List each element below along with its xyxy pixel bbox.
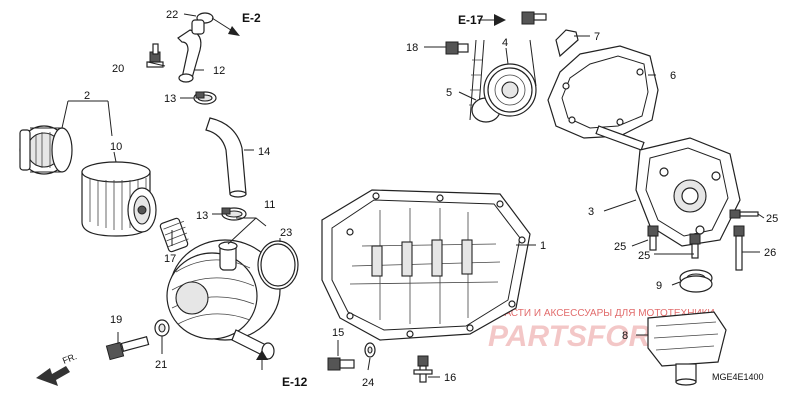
callout-labels: 2 10 20 22 12 13 14 13 11 23 17 1 15 24 …	[84, 9, 778, 389]
callout-11: 11	[264, 199, 275, 211]
diagram-code: MGE4E1400	[712, 372, 764, 382]
callout-6: 6	[670, 70, 676, 82]
callout-10: 10	[110, 141, 122, 153]
callout-23: 23	[280, 227, 292, 239]
callout-22: 22	[166, 9, 178, 21]
callout-12: 12	[213, 65, 225, 77]
callout-1: 1	[540, 240, 546, 252]
callout-18: 18	[406, 42, 418, 54]
pump-gasket-part	[547, 45, 659, 139]
callout-7: 7	[594, 31, 600, 43]
bolt-19-part	[105, 336, 150, 361]
callout-24: 24	[362, 377, 374, 389]
callout-19: 19	[110, 314, 122, 326]
o-ring-part	[257, 240, 299, 290]
drain-bolt-part	[327, 357, 355, 371]
callout-20: 20	[112, 63, 124, 75]
callout-25-lower: 25	[638, 250, 650, 262]
arrow-e12-icon	[256, 350, 268, 360]
bolt-18-part	[445, 41, 469, 55]
oil-seal-part	[679, 269, 713, 293]
oil-filter-case-part	[19, 125, 73, 175]
arrow-e2-icon	[228, 26, 240, 36]
callout-16: 16	[444, 372, 456, 384]
callout-4: 4	[502, 37, 508, 49]
oil-cooler-part	[166, 239, 281, 360]
callout-2: 2	[84, 90, 90, 102]
bolt-25-lower-part	[689, 233, 701, 259]
callout-26: 26	[764, 247, 776, 259]
callout-8: 8	[622, 330, 628, 342]
stud-part	[159, 217, 189, 253]
oil-strainer-part	[647, 311, 727, 386]
callout-13-lower: 13	[196, 210, 208, 222]
bolt-26-part	[733, 225, 745, 271]
callout-9: 9	[656, 280, 662, 292]
sealing-washer-part	[364, 342, 376, 358]
hose-clamp-lower-part	[221, 207, 247, 221]
oil-filter-cartridge-part	[81, 161, 157, 237]
ref-e17: E-17	[458, 13, 484, 27]
oil-pump-sprocket-part	[483, 63, 537, 117]
leader-lines	[61, 13, 765, 378]
callout-3: 3	[588, 206, 594, 218]
bolt-25-left-part	[647, 225, 659, 251]
ref-e12: E-12	[282, 375, 308, 389]
callout-5: 5	[446, 87, 452, 99]
arrow-e17-icon	[494, 14, 506, 26]
callout-21: 21	[155, 359, 167, 371]
callout-14: 14	[258, 146, 270, 158]
oil-pan-part	[321, 189, 531, 341]
callout-13-upper: 13	[164, 93, 176, 105]
callout-15: 15	[332, 327, 344, 339]
bolt-20-part	[146, 43, 164, 68]
callout-25-right: 25	[766, 213, 778, 225]
reference-arrows	[36, 14, 506, 386]
chain-guide-part	[555, 29, 579, 58]
e17-bolt-part	[521, 11, 547, 25]
hose-clamp-upper-part	[193, 91, 217, 105]
callout-17: 17	[164, 253, 176, 265]
front-label: FR.	[61, 351, 78, 366]
bolt-25-right-part	[729, 209, 759, 219]
bolt-16-part	[413, 355, 433, 383]
callout-25-left: 25	[614, 241, 626, 253]
water-hose-lower-part	[205, 117, 247, 198]
water-hose-upper-part	[177, 12, 214, 83]
ref-e2: E-2	[242, 11, 261, 25]
watermark-text: ЗАПЧАСТИ И АКСЕССУАРЫ ДЛЯ МОТОТЕХНИКИ	[478, 308, 715, 319]
washer-21-part	[154, 319, 170, 337]
chain-run	[529, 39, 537, 87]
front-arrow-icon	[36, 366, 70, 386]
oil-pump-assembly-part	[595, 125, 741, 247]
